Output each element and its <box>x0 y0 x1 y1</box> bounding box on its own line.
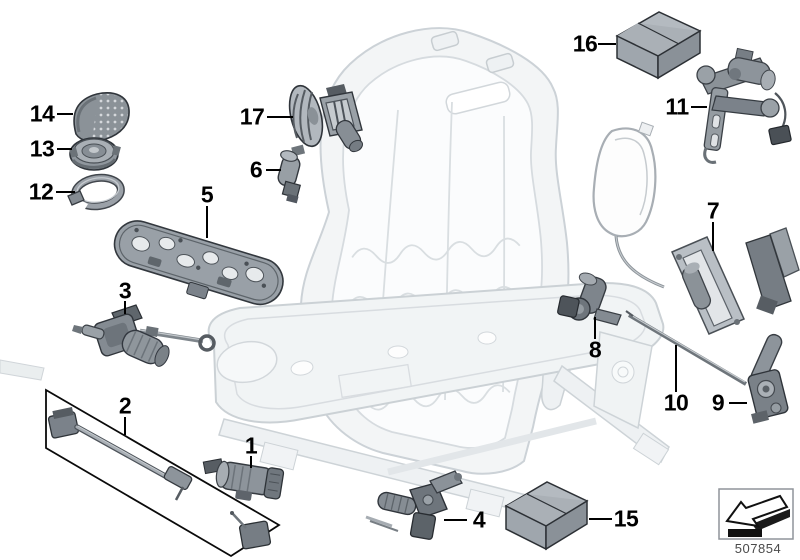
seat-frame-illustration <box>0 27 670 518</box>
part-13-cap <box>69 137 121 171</box>
backrest-side-panel <box>592 121 665 289</box>
part-12-retaining-ring <box>66 173 125 214</box>
callout-10[interactable]: 10 <box>663 389 689 416</box>
callout-3[interactable]: 3 <box>118 277 132 304</box>
callout-15[interactable]: 15 <box>613 505 639 532</box>
part-4-depth-drive <box>365 470 463 540</box>
callout-5[interactable]: 5 <box>200 181 214 208</box>
part-9-head-restraint-drive <box>747 333 789 424</box>
direction-arrow-icon <box>718 488 794 540</box>
callout-9[interactable]: 9 <box>711 389 725 416</box>
callout-17[interactable]: 17 <box>239 103 265 130</box>
part-17-fan-drive <box>288 84 364 157</box>
callout-2[interactable]: 2 <box>118 392 132 419</box>
part-5-seat-pan <box>113 220 284 306</box>
callout-4[interactable]: 4 <box>472 506 486 533</box>
callout-13[interactable]: 13 <box>29 135 55 162</box>
part-7-backrest-width-drive <box>671 227 800 335</box>
part-14-grille <box>73 92 130 143</box>
part-6-small-motor <box>277 150 302 204</box>
callout-7[interactable]: 7 <box>706 197 720 224</box>
part-1-height-motor <box>202 458 285 501</box>
callout-1[interactable]: 1 <box>244 432 258 459</box>
part-8-backrest-motor <box>557 272 622 326</box>
callout-8[interactable]: 8 <box>588 336 602 363</box>
callout-14[interactable]: 14 <box>29 100 55 127</box>
part-10-flexible-shaft <box>625 310 748 386</box>
callout-6[interactable]: 6 <box>249 156 263 183</box>
part-2-shaft-kit <box>45 388 281 558</box>
callout-12[interactable]: 12 <box>28 178 54 205</box>
part-16-kit-box <box>615 11 702 80</box>
callout-11[interactable]: 11 <box>665 93 689 120</box>
part-3-tilt-drive <box>72 304 216 367</box>
leader-lines <box>56 43 747 521</box>
part-15-kit-box <box>504 481 589 551</box>
callout-16[interactable]: 16 <box>572 30 598 57</box>
diagram-code: 507854 <box>734 541 782 556</box>
part-11-lumbar-drive <box>696 47 792 164</box>
